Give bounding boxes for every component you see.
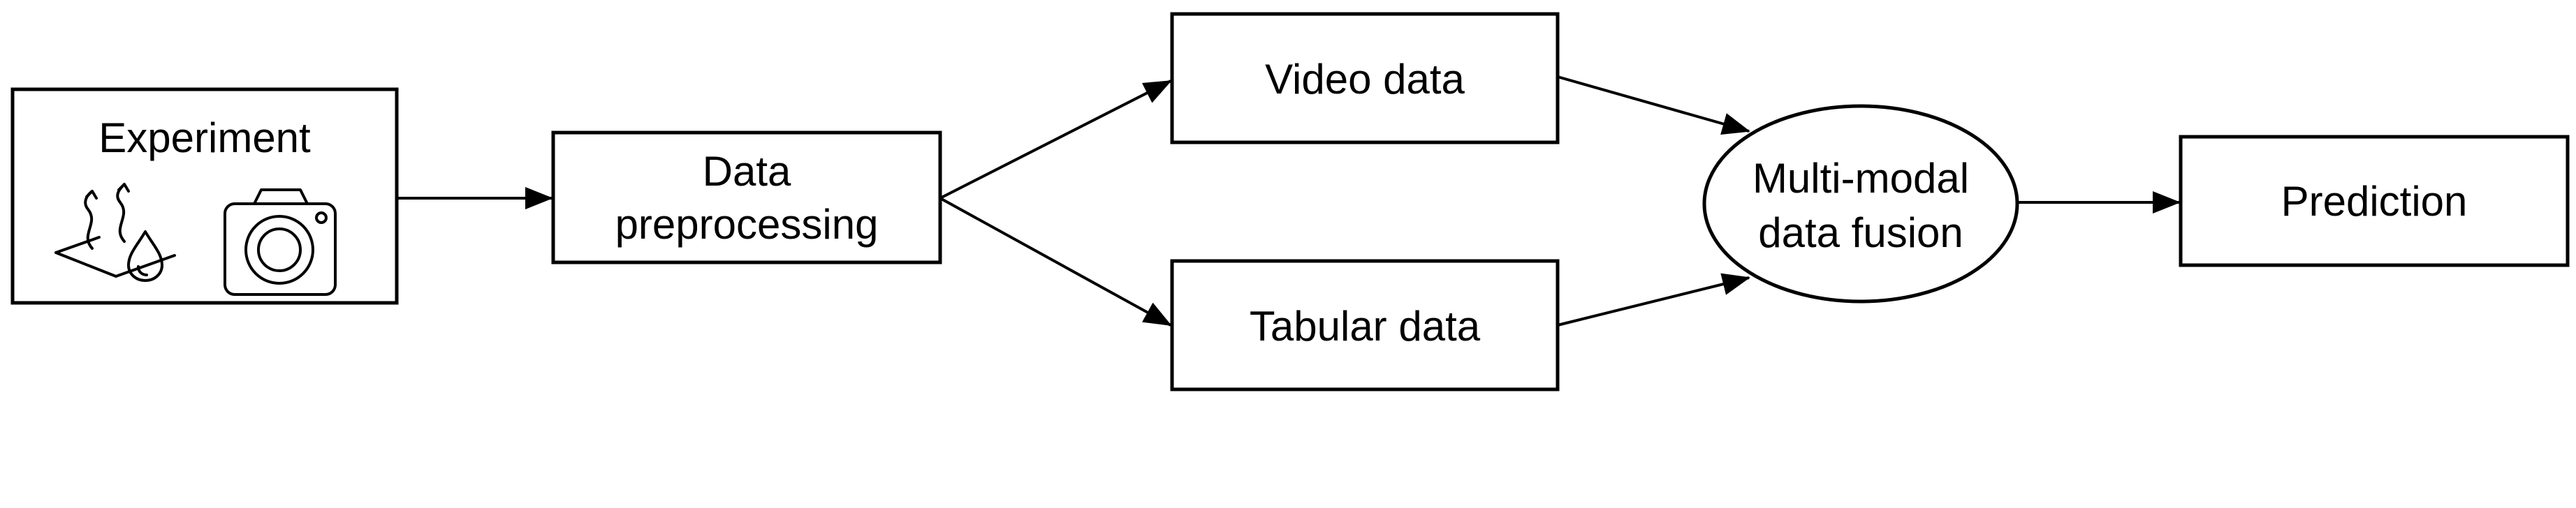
fusion-ellipse bbox=[1702, 104, 2019, 304]
tabular-label: Tabular data bbox=[1250, 303, 1481, 350]
edge-preprocessing-to-video bbox=[939, 80, 1172, 200]
tabular-box bbox=[1170, 259, 1560, 391]
preprocessing-label-line2: preprocessing bbox=[615, 201, 879, 248]
edges bbox=[397, 75, 2181, 327]
edge-tabular-to-fusion bbox=[1557, 273, 1750, 327]
node-video: Video data bbox=[1170, 12, 1560, 144]
video-box bbox=[1170, 12, 1560, 144]
preprocessing-box bbox=[551, 130, 942, 264]
video-label: Video data bbox=[1265, 56, 1465, 103]
edge-preprocessing-to-tabular bbox=[939, 197, 1172, 327]
prediction-box bbox=[2179, 135, 2570, 267]
prediction-label: Prediction bbox=[2281, 178, 2468, 225]
edge-video-to-fusion bbox=[1557, 75, 1750, 135]
fusion-label-line2: data fusion bbox=[1758, 209, 1963, 256]
experiment-box bbox=[10, 87, 399, 305]
node-prediction: Prediction bbox=[2179, 135, 2570, 267]
preprocessing-label-line1: Data bbox=[703, 148, 791, 195]
node-tabular: Tabular data bbox=[1170, 259, 1560, 391]
camera-icon bbox=[224, 188, 337, 296]
node-experiment: Experiment bbox=[10, 87, 399, 305]
experiment-label: Experiment bbox=[98, 114, 311, 161]
fusion-label-line1: Multi-modal bbox=[1752, 155, 1969, 202]
node-preprocessing: Data preprocessing bbox=[551, 130, 942, 264]
node-fusion: Multi-modal data fusion bbox=[1702, 104, 2019, 304]
steam-drop-icon bbox=[54, 183, 176, 282]
